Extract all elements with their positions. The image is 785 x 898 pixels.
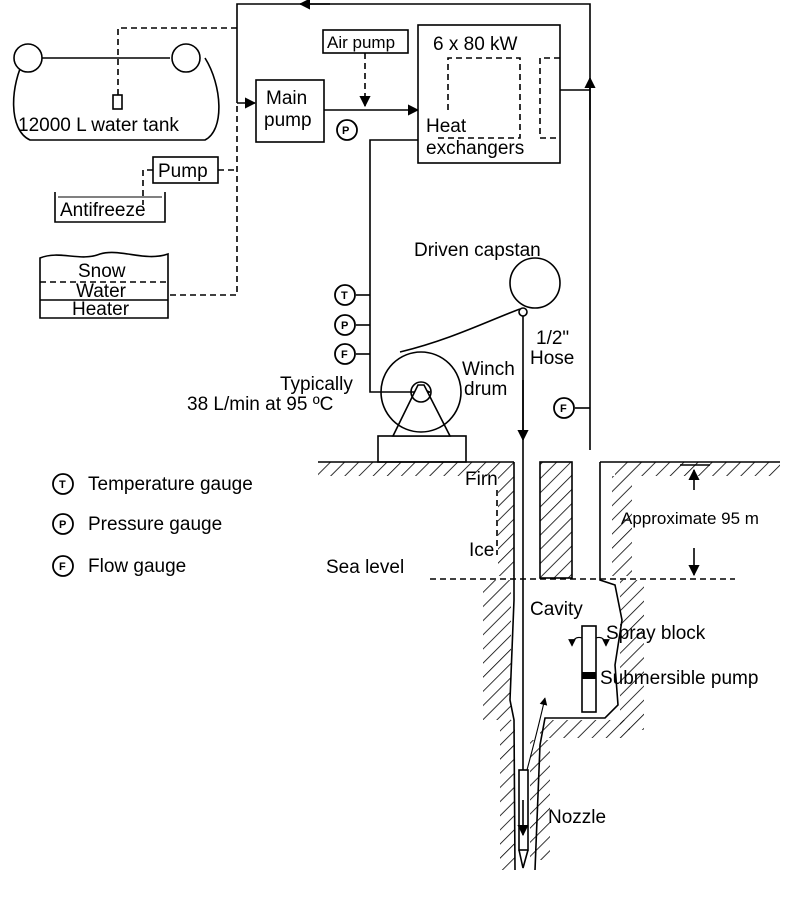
heater-label: Heater <box>72 299 130 320</box>
heat-exchangers-label-2: exchangers <box>426 138 524 159</box>
svg-text:P: P <box>341 320 348 332</box>
flow-gauge: F <box>334 343 370 365</box>
winch-label-2: drum <box>464 379 507 400</box>
main-pump-label-2: pump <box>264 110 312 131</box>
temperature-gauge: T <box>334 284 370 306</box>
svg-text:P: P <box>59 519 66 531</box>
svg-text:T: T <box>341 290 348 302</box>
air-pump: Air pump <box>322 29 409 54</box>
firn-label: Firn <box>465 469 498 490</box>
svg-text:T: T <box>59 479 66 491</box>
tank-supply-line <box>117 27 237 95</box>
hose-label-2: Hose <box>530 348 574 369</box>
sea-level-label: Sea level <box>326 557 404 578</box>
water-tank: 12000 L water tank <box>12 43 220 141</box>
depth-dimension: Approximate 95 m <box>621 464 759 577</box>
svg-text:F: F <box>560 403 567 415</box>
hose-flow-gauge: F <box>553 397 590 419</box>
pump-label: Pump <box>158 161 208 182</box>
legend-pressure-label: Pressure gauge <box>88 514 222 535</box>
legend-flow-label: Flow gauge <box>88 556 186 577</box>
water-label: Water <box>76 281 127 302</box>
svg-text:P: P <box>342 125 349 137</box>
main-pump: Main pump <box>255 79 325 143</box>
legend: T Temperature gauge P Pressure gauge F F… <box>52 473 253 577</box>
submersible-pump: Spray block Submersible pump <box>568 623 758 713</box>
main-pump-label-1: Main <box>266 88 307 109</box>
heat-exchangers-label-1: Heat <box>426 116 467 137</box>
top-return-line <box>236 3 591 450</box>
svg-text:F: F <box>59 561 66 573</box>
antifreeze-label: Antifreeze <box>60 200 146 221</box>
snow-melter: Snow Water Heater <box>39 251 169 320</box>
pressure-gauge: P <box>334 314 370 336</box>
snow-label: Snow <box>78 261 126 282</box>
legend-item-pressure: P Pressure gauge <box>52 513 222 535</box>
nozzle: Nozzle <box>517 769 606 869</box>
legend-temperature-label: Temperature gauge <box>88 474 253 495</box>
driven-capstan-label: Driven capstan <box>414 240 541 261</box>
ice-label: Ice <box>469 540 494 561</box>
driven-capstan: Driven capstan <box>414 240 561 317</box>
winch-drum: Winch drum <box>377 351 515 463</box>
antifreeze-tank: Antifreeze <box>54 192 166 223</box>
winch-label-1: Winch <box>462 359 515 380</box>
typically-label-1: Typically <box>280 374 353 395</box>
spray-block-label: Spray block <box>606 623 706 644</box>
hot-water-feed-line <box>369 139 432 398</box>
water-tank-label: 12000 L water tank <box>18 115 179 136</box>
heat-exchangers: 6 x 80 kW Heat exchangers <box>417 24 561 164</box>
submersible-pump-label: Submersible pump <box>600 668 758 689</box>
antifreeze-pump: Pump <box>152 156 219 184</box>
nozzle-label: Nozzle <box>548 807 606 828</box>
air-pump-label: Air pump <box>327 33 395 52</box>
melter-line <box>170 103 238 296</box>
approximate-label: Approximate 95 m <box>621 509 759 528</box>
hose-label-1: 1/2" <box>536 328 569 349</box>
main-pump-pressure-gauge: P <box>336 119 358 141</box>
legend-item-flow: F Flow gauge <box>52 555 186 577</box>
heat-exchanger-power: 6 x 80 kW <box>433 34 518 55</box>
typically-label-2: 38 L/min at 95 ºC <box>187 394 333 415</box>
svg-text:F: F <box>341 349 348 361</box>
legend-item-temperature: T Temperature gauge <box>52 473 253 495</box>
cavity-label: Cavity <box>530 599 583 620</box>
